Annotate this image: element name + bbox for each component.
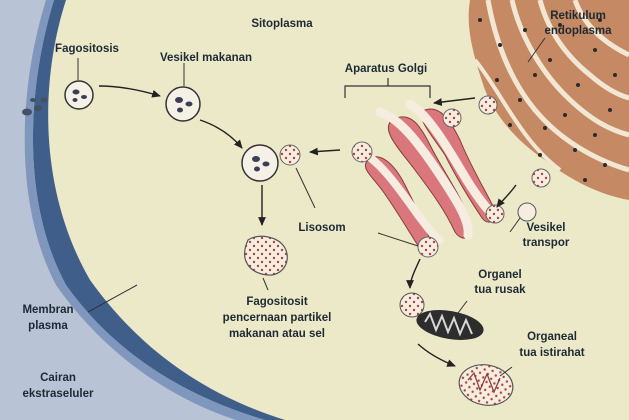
- plasma-membrane: [32, 0, 286, 420]
- label-organel-istirahat-2: tua istirahat: [519, 347, 584, 359]
- label-aparatus-golgi: Aparatus Golgi: [345, 63, 427, 75]
- label-fagositosis: Fagositosis: [55, 43, 119, 55]
- label-cairan-2: ekstraseluler: [23, 388, 94, 400]
- label-fagositosit-1: Fagositosit: [246, 296, 308, 308]
- label-sitoplasma: Sitoplasma: [251, 18, 313, 30]
- label-retikulum-2: endoplasma: [544, 25, 612, 37]
- label-vesikel-makanan: Vesikel makanan: [160, 52, 252, 64]
- process-arrows: [98, 85, 517, 367]
- damaged-organelle: [399, 292, 484, 340]
- golgi-bracket: [344, 78, 431, 98]
- label-cairan-1: Cairan: [40, 372, 76, 384]
- transport-vesicle: [517, 202, 537, 222]
- label-organel-istirahat-1: Organeal: [527, 331, 577, 343]
- label-membran-2: plasma: [28, 320, 68, 332]
- label-fagositosit-3: makanan atau sel: [229, 328, 325, 340]
- resting-organelle: [458, 364, 514, 406]
- food-particles: [22, 97, 48, 116]
- phagosome-digesting: [244, 235, 288, 276]
- label-vesikel-transpor-1: Vesikel: [526, 222, 565, 234]
- membrane-outer-layer: [24, 0, 265, 420]
- label-organel-rusak-1: Organel: [478, 269, 521, 281]
- label-lisosom: Lisosom: [298, 222, 345, 234]
- label-vesikel-transpor-2: transpor: [523, 237, 570, 249]
- lysosome-new: [417, 236, 439, 258]
- golgi-apparatus: [351, 99, 505, 250]
- leader-lines: [77, 37, 546, 377]
- endoplasmic-reticulum: [468, 0, 629, 200]
- food-vesicle-fusing: [241, 144, 279, 182]
- lysosome: [279, 144, 301, 166]
- label-retikulum-1: Retikulum: [550, 10, 606, 22]
- food-vesicle: [165, 86, 201, 122]
- label-fagositosit-2: pencernaan partikel: [223, 312, 332, 324]
- label-organel-rusak-2: tua rusak: [474, 284, 526, 296]
- phagocytosis-vesicle: [64, 80, 94, 110]
- label-membran-1: Membran: [22, 304, 73, 316]
